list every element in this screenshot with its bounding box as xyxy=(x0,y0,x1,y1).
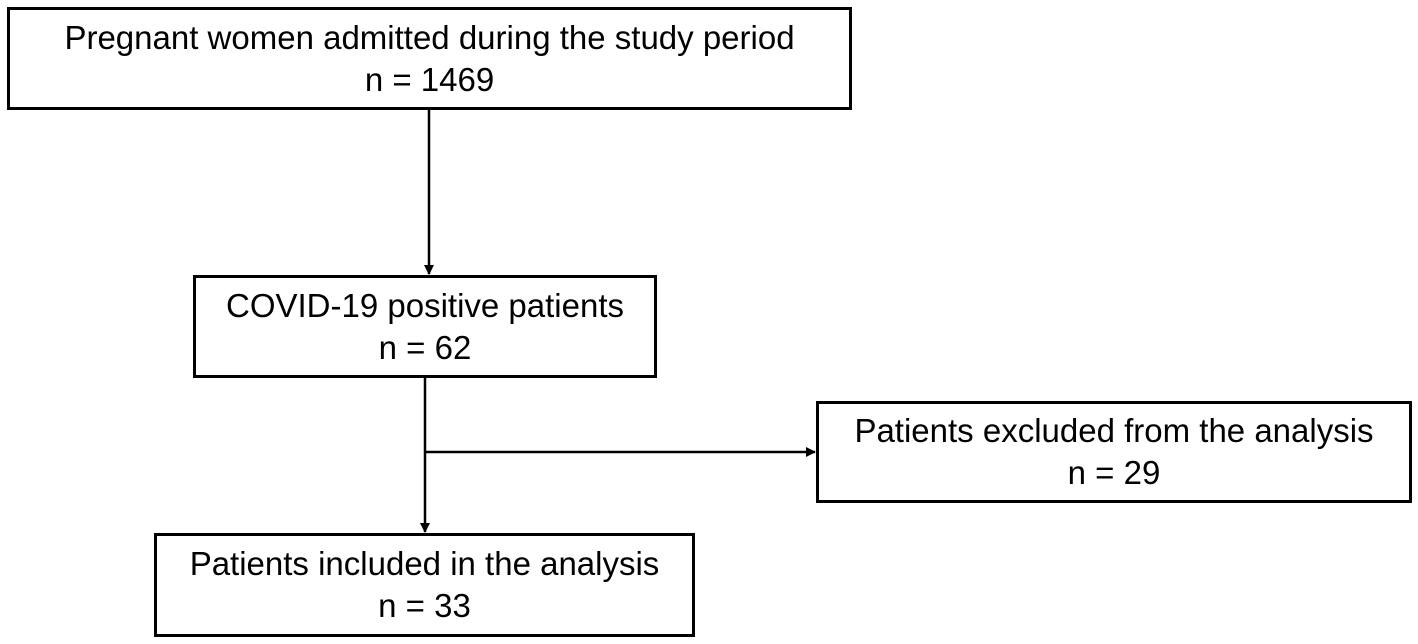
box-covid-positive: COVID-19 positive patients n = 62 xyxy=(193,275,657,378)
covid-positive-label: COVID-19 positive patients xyxy=(225,286,624,324)
included-label: Patients included in the analysis xyxy=(189,545,660,583)
included-count: n = 33 xyxy=(378,587,471,624)
box-admitted: Pregnant women admitted during the study… xyxy=(7,7,852,110)
excluded-label: Patients excluded from the analysis xyxy=(854,412,1374,450)
admitted-label: Pregnant women admitted during the study… xyxy=(64,18,795,56)
admitted-count: n = 1469 xyxy=(364,60,495,98)
excluded-count: n = 29 xyxy=(1067,454,1161,491)
box-included: Patients included in the analysis n = 33 xyxy=(154,533,695,637)
covid-positive-count: n = 62 xyxy=(378,328,472,366)
box-excluded: Patients excluded from the analysis n = … xyxy=(816,401,1412,503)
